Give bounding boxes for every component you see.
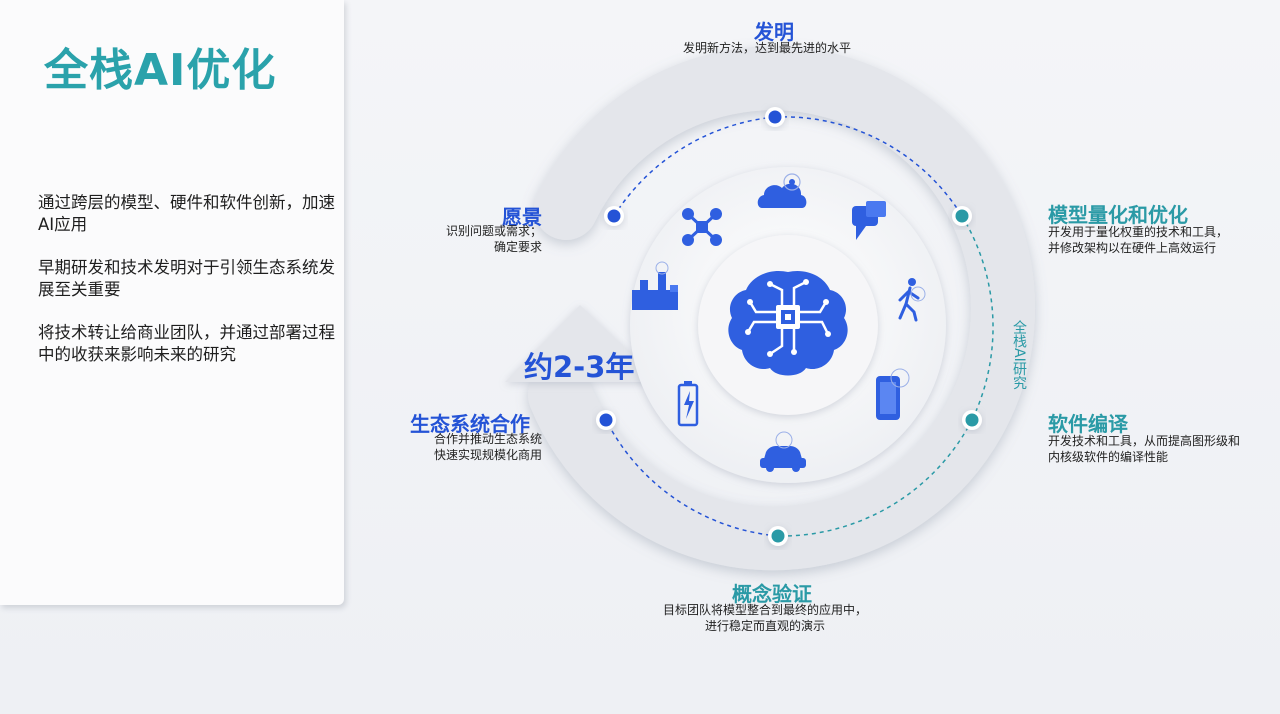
dashed-path-blue-top-right [774,116,963,217]
stage-desc-vision: 识别问题或需求； 确定要求 [445,224,542,254]
smartphone-icon [876,368,910,420]
stage-title-vision: 愿景 [502,205,542,229]
ai-brain-chip-icon [728,270,848,376]
node-ecosystem [596,410,616,430]
left-text-panel: 全栈AI优化 通过跨层的模型、硬件和软件创新，加速AI应用 早期研发和技术发明对… [0,0,344,605]
cloud-icon [757,173,807,208]
stage-title-ecosystem: 生态系统合作 [410,412,530,436]
stage-desc-poc: 目标团队将模型整合到最终的应用中， 进行稳定而直观的演示 [663,603,868,633]
dashed-path-blue-top [613,116,776,217]
stage-title-poc: 概念验证 [732,582,812,606]
chat-icon [852,201,886,240]
cycle-ring [528,46,1035,571]
bullet-item: 早期研发和技术发明对于引领生态系统发展至关重要 [38,258,335,299]
bullet-list: 通过跨层的模型、硬件和软件创新，加速AI应用 早期研发和技术发明对于引领生态系统… [38,192,338,387]
cycle-arrow-head [505,305,662,382]
stage-desc-quantization: 开发用于量化权重的技术和工具， 并修改架构以在硬件上高效运行 [1048,225,1229,255]
page-title: 全栈AI优化 [44,45,277,96]
node-invention [765,107,785,127]
node-compilation [962,410,982,430]
drone-icon [682,208,722,246]
battery-icon [677,381,699,427]
stage-desc-ecosystem: 合作并推动生态系统 快速实现规模化商用 [433,432,542,462]
node-poc [768,526,788,546]
cycle-duration: 约2-3年 [524,350,635,384]
dashed-path-teal-right [961,215,994,421]
car-icon [760,431,806,472]
walking-person-icon [898,278,926,322]
node-vision [604,206,624,226]
bullet-item: 通过跨层的模型、硬件和软件创新，加速AI应用 [38,193,335,234]
node-quantization [952,206,972,226]
stage-title-invention: 发明 [754,20,794,44]
stage-title-quantization: 模型量化和优化 [1048,203,1188,227]
smart-factory-icon [632,261,678,310]
bullet-item: 将技术转让给商业团队，并通过部署过程中的收获来影响未来的研究 [38,323,335,364]
stage-desc-compilation: 开发技术和工具，从而提高图形级和 内核级软件的编译性能 [1048,434,1241,464]
arc-label: 全栈AI研究 [1011,320,1027,390]
stage-desc-invention: 发明新方法，达到最先进的水平 [683,41,852,55]
stage-title-compilation: 软件编译 [1048,412,1128,436]
